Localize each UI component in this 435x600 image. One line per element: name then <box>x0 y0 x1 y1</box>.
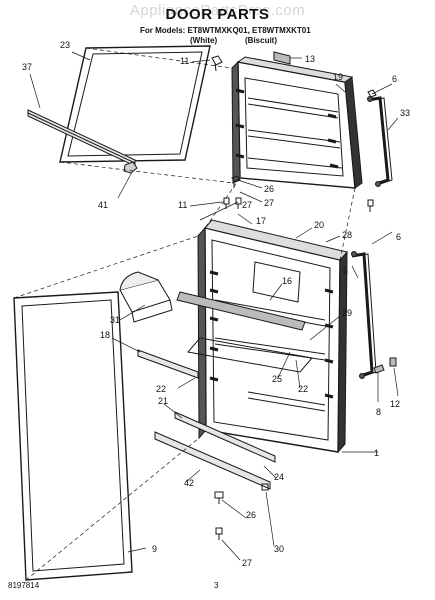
callout: 20 <box>314 220 324 230</box>
callout: 16 <box>282 276 292 286</box>
screw <box>211 55 223 72</box>
callout: 5 <box>343 266 348 276</box>
screw <box>261 483 269 491</box>
callout: 11 <box>178 200 187 210</box>
end-cap <box>389 357 397 367</box>
page-number: 3 <box>214 581 219 590</box>
callouts: 23 37 11 13 19 6 33 26 27 41 11 27 17 20… <box>22 40 410 568</box>
refrigerator-handle <box>351 251 377 379</box>
callout: 21 <box>158 396 168 406</box>
refrigerator-breaker-strip <box>137 349 199 379</box>
callout: 26 <box>264 184 274 194</box>
callout: 42 <box>184 478 194 488</box>
watermark: AppliancePartsPros.com <box>129 2 306 19</box>
callout: 6 <box>392 74 397 84</box>
callout: 23 <box>60 40 70 50</box>
callout: 33 <box>400 108 410 118</box>
screw <box>223 197 230 209</box>
door-stop <box>214 491 224 504</box>
callout: 11 <box>180 56 189 66</box>
handle-plug <box>373 364 385 374</box>
door-shelf-rail <box>176 291 306 331</box>
butter-compartment <box>119 271 173 323</box>
callout: 22 <box>298 384 308 394</box>
document-number: 8197814 <box>8 581 40 590</box>
callout: 12 <box>390 399 400 409</box>
refrigerator-gasket <box>13 291 133 581</box>
callout: 13 <box>305 54 315 64</box>
callout: 28 <box>342 230 352 240</box>
callout: 25 <box>272 374 282 384</box>
variant-biscuit: (Biscuit) <box>245 36 277 45</box>
leader-lines <box>29 51 399 561</box>
door-shelf <box>187 337 313 373</box>
refrigerator-door <box>197 219 348 454</box>
screw <box>367 199 374 212</box>
callout: 31 <box>110 315 120 325</box>
callout: 8 <box>376 407 381 417</box>
variant-white: (White) <box>190 36 218 45</box>
callout: 19 <box>333 72 343 82</box>
door-bar <box>174 411 276 463</box>
screw <box>215 527 223 540</box>
callout: 37 <box>22 62 32 72</box>
callout: 9 <box>152 544 157 554</box>
freezer-breaker-strip <box>27 109 136 167</box>
page-title: DOOR PARTS <box>165 6 270 23</box>
callout: 30 <box>274 544 284 554</box>
callout: 27 <box>264 198 274 208</box>
callout: 41 <box>98 200 108 210</box>
callout: 1 <box>374 448 379 458</box>
callout: 27 <box>242 558 252 568</box>
callout: 29 <box>342 308 352 318</box>
screw <box>367 89 377 98</box>
assembly-lines <box>13 47 356 581</box>
callout: 27 <box>242 200 252 210</box>
callout: 6 <box>396 232 401 242</box>
trim-strip <box>154 431 271 490</box>
models-line: For Models: ET8WTMXKQ01, ET8WTMXKT01 <box>140 26 311 35</box>
screw <box>235 197 242 209</box>
freezer-gasket <box>59 45 211 163</box>
callout: 18 <box>100 330 110 340</box>
callout: 17 <box>256 216 266 226</box>
freezer-handle <box>367 96 393 187</box>
callout: 22 <box>156 384 166 394</box>
callout: 24 <box>274 472 284 482</box>
hinge-cover <box>273 51 291 65</box>
callout: 26 <box>246 510 256 520</box>
